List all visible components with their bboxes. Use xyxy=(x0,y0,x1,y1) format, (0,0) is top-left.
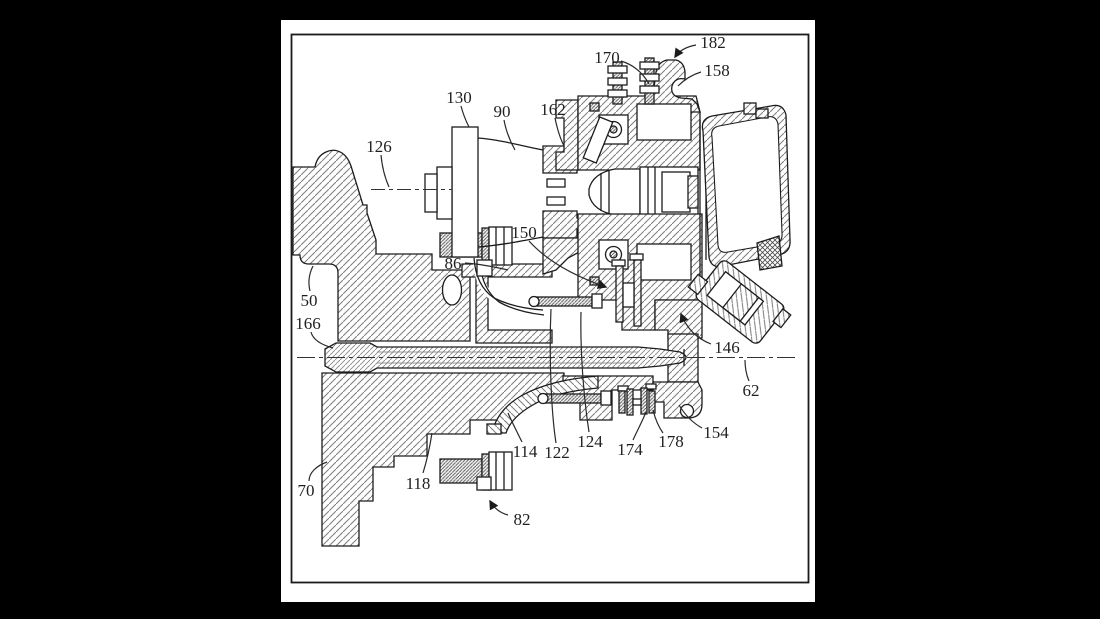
pump-cartridge xyxy=(588,166,699,218)
engine-housing-section xyxy=(292,149,565,547)
leader-line-70 xyxy=(308,461,328,482)
sheet-flange-114 xyxy=(486,375,599,435)
input-hub-cylinder xyxy=(424,126,544,258)
drive-shaft xyxy=(324,342,687,373)
leader-line-86 xyxy=(464,262,509,271)
ref-numeral-90: 90 xyxy=(494,102,511,121)
ref-numeral-62: 62 xyxy=(743,381,760,400)
stud-bolts-170 xyxy=(607,57,660,105)
ref-numeral-162: 162 xyxy=(540,100,566,119)
figure-frame xyxy=(290,33,810,584)
leader-line-166 xyxy=(310,331,334,349)
housing-bolt-hole xyxy=(441,274,463,306)
ref-numeral-154: 154 xyxy=(703,423,729,442)
tilted-fitting xyxy=(687,260,792,344)
top-flange-182 xyxy=(651,59,701,113)
leader-line-182 xyxy=(674,44,697,59)
ref-numeral-130: 130 xyxy=(446,88,472,107)
leader-line-126 xyxy=(380,154,390,188)
leader-line-174 xyxy=(632,411,647,441)
reservoir xyxy=(701,102,791,271)
leader-line-146 xyxy=(679,312,712,345)
leader-line-158 xyxy=(677,71,702,87)
ref-numeral-118: 118 xyxy=(406,474,431,493)
leader-line-130 xyxy=(460,105,470,128)
leader-line-162 xyxy=(554,117,565,147)
ref-numeral-178: 178 xyxy=(658,432,684,451)
leader-line-118 xyxy=(422,432,433,474)
ref-numeral-170: 170 xyxy=(594,48,620,67)
ref-numeral-82: 82 xyxy=(514,510,531,529)
ref-numeral-158: 158 xyxy=(704,61,730,80)
ref-numeral-126: 126 xyxy=(366,137,392,156)
ref-numeral-166: 166 xyxy=(295,314,321,333)
shaft-seal-spool xyxy=(611,253,644,327)
leader-line-90 xyxy=(503,119,516,151)
centerlines xyxy=(297,189,798,358)
leader-line-82 xyxy=(489,499,509,516)
ref-numeral-50: 50 xyxy=(301,291,318,310)
ref-numeral-146: 146 xyxy=(714,338,740,357)
leader-line-178 xyxy=(652,409,664,434)
reference-labels: 182 170 158 130 90 162 126 150 86 50 166 146 62 154 17… xyxy=(295,33,759,529)
leader-line-114 xyxy=(507,412,523,443)
ref-numeral-86: 86 xyxy=(445,254,462,273)
ref-numeral-70: 70 xyxy=(298,481,315,500)
drawing xyxy=(292,57,798,547)
ref-numeral-174: 174 xyxy=(617,440,643,459)
retaining-pins xyxy=(528,293,612,406)
leader-line-170 xyxy=(620,60,650,85)
leader-line-122 xyxy=(549,308,557,444)
ref-numeral-124: 124 xyxy=(577,432,603,451)
pump-housing-upper xyxy=(555,59,701,171)
leader-line-124 xyxy=(580,311,590,433)
ref-numeral-114: 114 xyxy=(513,442,538,461)
leader-line-62 xyxy=(744,359,750,382)
ref-numeral-150: 150 xyxy=(511,223,537,242)
ref-numeral-182: 182 xyxy=(700,33,726,52)
mounting-bolt-lower xyxy=(439,451,513,491)
leader-line-154 xyxy=(678,404,703,429)
ref-numeral-122: 122 xyxy=(544,443,570,462)
leader-line-50 xyxy=(308,265,314,292)
leader-line-150 xyxy=(528,240,608,289)
